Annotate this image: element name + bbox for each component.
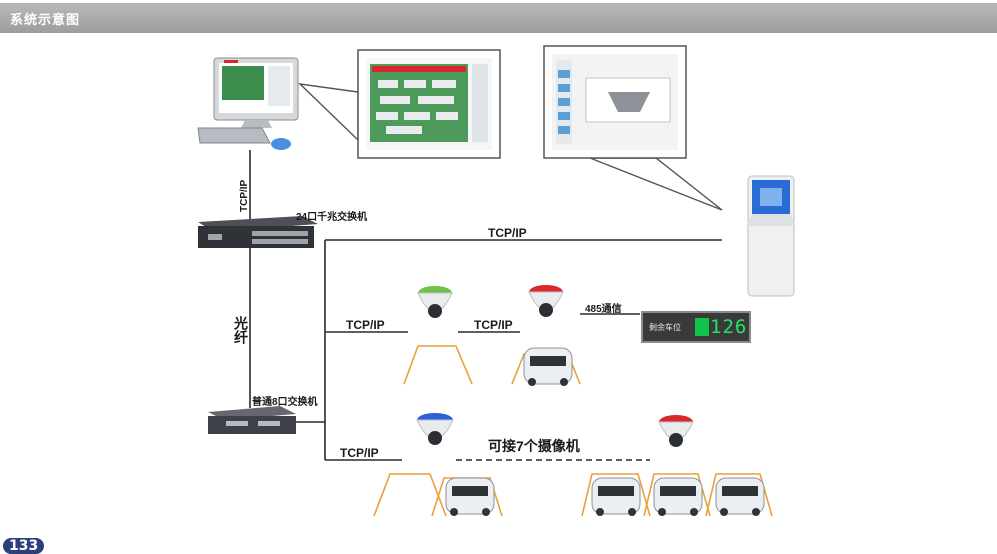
car-4 bbox=[653, 477, 703, 516]
desktop-computer bbox=[197, 57, 299, 150]
parking-bays bbox=[373, 345, 773, 517]
network-lines bbox=[249, 150, 722, 461]
label-switch-24: 24口千兆交换机 bbox=[296, 212, 368, 223]
car-3 bbox=[591, 477, 641, 516]
switch-24-port bbox=[198, 216, 318, 248]
header-bar: 系统示意图 bbox=[0, 3, 997, 33]
label-tcpip-row2-left: TCP/IP bbox=[340, 446, 379, 460]
switch-8-port bbox=[208, 406, 296, 434]
led-caption: 剩余车位 bbox=[649, 323, 681, 332]
car-2 bbox=[445, 477, 495, 516]
label-485: 485通信 bbox=[585, 304, 622, 315]
callout-seat-map bbox=[543, 45, 723, 211]
label-tcpip-row1-mid: TCP/IP bbox=[474, 318, 513, 332]
car-5 bbox=[715, 477, 765, 516]
label-tcpip-vertical: TCP/IP bbox=[239, 179, 250, 212]
camera-red-2 bbox=[658, 415, 694, 447]
camera-red-1 bbox=[528, 285, 564, 317]
page-number: 133 bbox=[3, 538, 45, 554]
parking-led-display: 剩余车位 126 bbox=[641, 311, 751, 343]
label-fiber: 光纤 bbox=[233, 316, 249, 344]
label-tcpip-row1-left: TCP/IP bbox=[346, 318, 385, 332]
label-tcpip-top: TCP/IP bbox=[488, 226, 527, 240]
up-arrow-icon bbox=[695, 318, 709, 336]
label-camera-note: 可接7个摄像机 bbox=[488, 438, 580, 454]
camera-green bbox=[417, 286, 453, 318]
page-title: 系统示意图 bbox=[10, 13, 81, 28]
info-kiosk bbox=[746, 175, 796, 297]
camera-blue bbox=[416, 413, 454, 445]
label-switch-8: 普通8口交换机 bbox=[252, 397, 318, 408]
car-1 bbox=[523, 347, 573, 386]
led-count: 126 bbox=[710, 316, 748, 338]
callout-parking-map bbox=[297, 49, 501, 159]
